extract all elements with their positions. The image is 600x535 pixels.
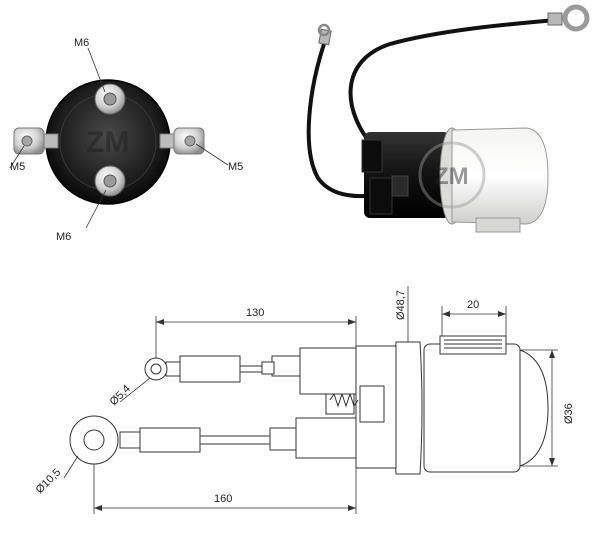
dim-eyelet-small-text: Ø5,4: [108, 383, 133, 408]
top-m6-terminal: [94, 83, 126, 115]
dim-20-text: 20: [467, 299, 479, 311]
drawing-lower-cable-sleeve: [139, 427, 201, 453]
lead-wire-long: [348, 18, 558, 152]
right-terminal-label: M5: [228, 161, 243, 173]
drawing-upper-cable-sleeve: [179, 355, 241, 383]
technical-drawing: [63, 286, 558, 514]
small-ring-lug: [317, 23, 332, 46]
photo-watermark-group: ZM: [418, 141, 486, 209]
large-ring-lug: [547, 4, 590, 32]
dim-36-text: Ø36: [563, 403, 575, 424]
bottom-terminal-label: M6: [56, 231, 71, 243]
product-photo: ZM: [306, 4, 590, 233]
end-view-watermark: ZM: [86, 126, 129, 159]
dim-eyelet-large-text: Ø10,5: [34, 466, 64, 496]
left-m5-terminal: [13, 127, 59, 155]
drawing-spring: [325, 392, 359, 415]
top-terminal-label: M6: [74, 37, 89, 49]
right-m5-terminal: [159, 127, 205, 155]
bottom-m6-terminal: [94, 165, 126, 197]
drawing-upper-stud-block: [299, 347, 357, 395]
dim-160-text: 160: [214, 493, 232, 505]
dim-130-text: 130: [246, 307, 264, 319]
end-view: ZM M6 M6 M5 M5: [9, 37, 243, 243]
mounting-bracket: [475, 217, 521, 233]
photo-watermark: ZM: [434, 163, 469, 190]
drawing-lower-stud-block: [295, 417, 357, 459]
left-terminal-label: M5: [10, 161, 25, 173]
drawing-end-cap: [519, 349, 549, 467]
lead-wire-short: [306, 36, 384, 199]
drawing-top-housing: [439, 335, 507, 355]
solenoid-cap: [451, 127, 549, 225]
dim-flange-text: Ø48,7: [395, 290, 407, 320]
drawing-main-body: [423, 343, 521, 473]
drawing-flange: [393, 341, 423, 475]
